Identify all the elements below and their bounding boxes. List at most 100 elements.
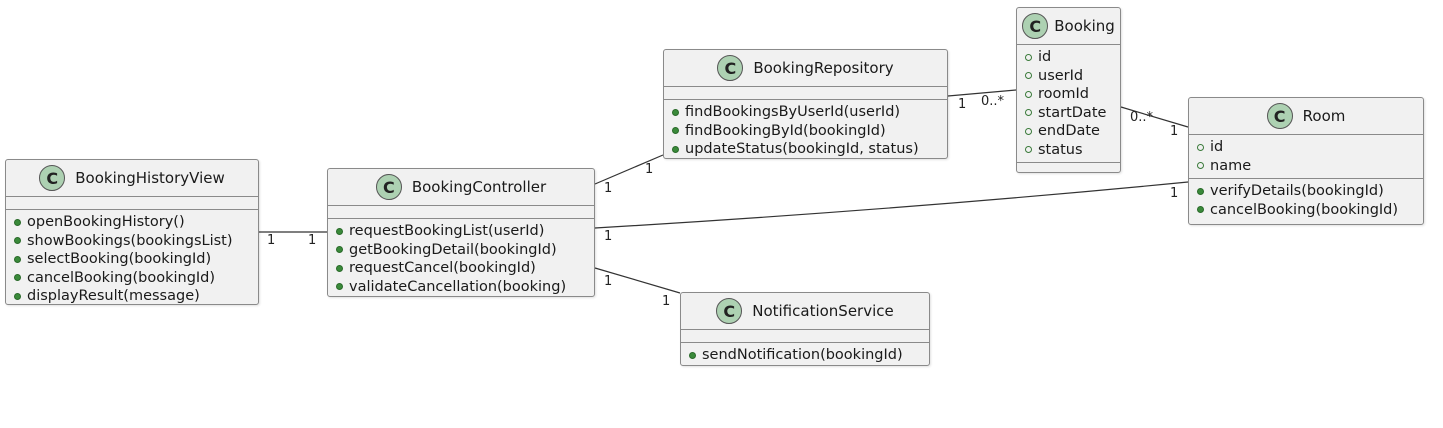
field-item: name xyxy=(1189,157,1423,176)
class-header: C BookingHistoryView xyxy=(6,160,258,197)
class-name: BookingRepository xyxy=(753,59,894,77)
class-header: C Booking xyxy=(1017,8,1120,45)
multiplicity-label: 1 xyxy=(645,162,654,177)
public-method-icon xyxy=(672,145,679,153)
method-item: openBookingHistory() xyxy=(6,213,258,232)
method-item: sendNotification(bookingId) xyxy=(681,346,929,365)
class-name: NotificationService xyxy=(752,302,894,320)
assoc-repository-booking xyxy=(947,89,1017,97)
class-booking-history-view[interactable]: C BookingHistoryView openBookingHistory(… xyxy=(5,159,259,305)
method-item: findBookingsByUserId(userId) xyxy=(664,103,947,122)
field-item: status xyxy=(1017,141,1120,160)
public-method-icon xyxy=(1197,206,1204,214)
multiplicity-label: 1 xyxy=(1170,186,1179,201)
public-field-icon xyxy=(1025,90,1032,98)
method-item: cancelBooking(bookingId) xyxy=(1189,201,1423,220)
public-method-icon xyxy=(14,237,21,245)
public-field-icon xyxy=(1025,146,1032,154)
method-item: requestCancel(bookingId) xyxy=(328,259,594,278)
field-item: id xyxy=(1017,48,1120,67)
multiplicity-label: 1 xyxy=(604,274,613,289)
class-c-icon: C xyxy=(1266,103,1293,129)
class-c-icon: C xyxy=(375,174,402,200)
class-c-icon: C xyxy=(39,165,66,191)
public-method-icon xyxy=(336,227,343,235)
method-item: validateCancellation(booking) xyxy=(328,278,594,297)
public-method-icon xyxy=(672,108,679,116)
methods-section xyxy=(1017,163,1120,175)
fields-section xyxy=(6,197,258,210)
methods-section: findBookingsByUserId(userId) findBooking… xyxy=(664,100,947,162)
public-field-icon xyxy=(1197,143,1204,151)
public-method-icon xyxy=(336,283,343,291)
field-item: userId xyxy=(1017,67,1120,86)
class-name: BookingHistoryView xyxy=(75,169,225,187)
class-header: C BookingRepository xyxy=(664,50,947,87)
method-item: findBookingById(bookingId) xyxy=(664,122,947,141)
methods-section: requestBookingList(userId) getBookingDet… xyxy=(328,219,594,299)
fields-section xyxy=(328,206,594,219)
method-item: requestBookingList(userId) xyxy=(328,222,594,241)
method-item: displayResult(message) xyxy=(6,287,258,306)
public-method-icon xyxy=(1197,187,1204,195)
class-room[interactable]: C Room id name verifyDetails(bookingId) … xyxy=(1188,97,1424,225)
class-header: C NotificationService xyxy=(681,293,929,330)
public-field-icon xyxy=(1025,109,1032,117)
public-method-icon xyxy=(14,218,21,226)
multiplicity-label: 1 xyxy=(267,233,276,248)
method-item: getBookingDetail(bookingId) xyxy=(328,241,594,260)
assoc-controller-room xyxy=(594,181,1189,229)
assoc-booking-room xyxy=(1120,106,1189,128)
multiplicity-label: 1 xyxy=(308,233,317,248)
methods-section: sendNotification(bookingId) xyxy=(681,343,929,368)
fields-section: id name xyxy=(1189,135,1423,179)
multiplicity-label: 1 xyxy=(1170,124,1179,139)
method-item: updateStatus(bookingId, status) xyxy=(664,140,947,159)
method-item: cancelBooking(bookingId) xyxy=(6,269,258,288)
field-item: endDate xyxy=(1017,122,1120,141)
public-field-icon xyxy=(1025,72,1032,80)
field-item: startDate xyxy=(1017,104,1120,123)
class-name: BookingController xyxy=(411,178,547,196)
field-item: id xyxy=(1189,138,1423,157)
assoc-controller-repository xyxy=(594,154,664,185)
class-name: Room xyxy=(1302,107,1346,125)
public-method-icon xyxy=(336,246,343,254)
fields-section xyxy=(664,87,947,100)
multiplicity-label: 0..* xyxy=(1130,110,1154,125)
class-booking[interactable]: C Booking id userId roomId startDate end… xyxy=(1016,7,1121,173)
multiplicity-label: 0..* xyxy=(981,94,1005,109)
multiplicity-label: 1 xyxy=(958,97,967,112)
multiplicity-label: 1 xyxy=(662,294,671,309)
class-booking-controller[interactable]: C BookingController requestBookingList(u… xyxy=(327,168,595,297)
class-notification-service[interactable]: C NotificationService sendNotification(b… xyxy=(680,292,930,366)
public-method-icon xyxy=(14,274,21,282)
methods-section: openBookingHistory() showBookings(bookin… xyxy=(6,210,258,309)
method-item: showBookings(bookingsList) xyxy=(6,232,258,251)
fields-section: id userId roomId startDate endDate statu… xyxy=(1017,45,1120,163)
public-method-icon xyxy=(14,292,21,300)
class-booking-repository[interactable]: C BookingRepository findBookingsByUserId… xyxy=(663,49,948,159)
method-item: selectBooking(bookingId) xyxy=(6,250,258,269)
public-method-icon xyxy=(672,127,679,135)
methods-section: verifyDetails(bookingId) cancelBooking(b… xyxy=(1189,179,1423,222)
assoc-controller-notification xyxy=(594,267,681,294)
public-field-icon xyxy=(1197,162,1204,170)
class-c-icon: C xyxy=(1022,13,1049,39)
method-item: verifyDetails(bookingId) xyxy=(1189,182,1423,201)
class-c-icon: C xyxy=(717,55,744,81)
multiplicity-label: 1 xyxy=(604,181,613,196)
public-method-icon xyxy=(14,255,21,263)
multiplicity-label: 1 xyxy=(604,229,613,244)
field-item: roomId xyxy=(1017,85,1120,104)
public-field-icon xyxy=(1025,127,1032,135)
public-field-icon xyxy=(1025,53,1032,61)
fields-section xyxy=(681,330,929,343)
class-header: C Room xyxy=(1189,98,1423,135)
class-header: C BookingController xyxy=(328,169,594,206)
public-method-icon xyxy=(336,264,343,272)
class-c-icon: C xyxy=(716,298,743,324)
class-name: Booking xyxy=(1054,17,1115,35)
